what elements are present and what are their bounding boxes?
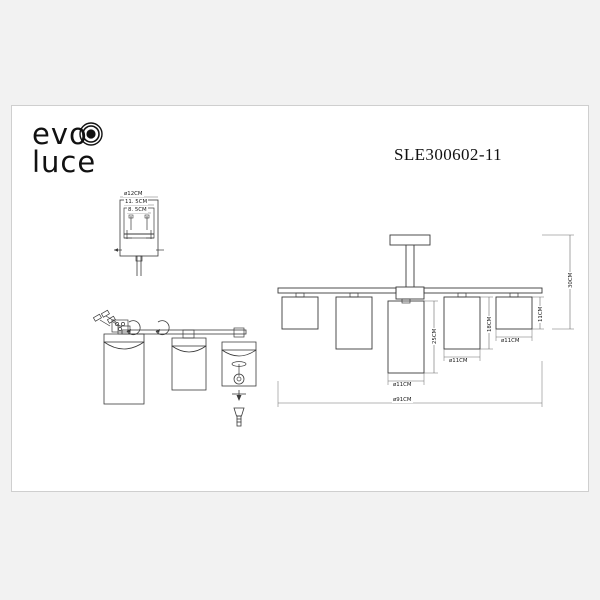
spec-sheet: evo luce SLE300602-11 (11, 105, 589, 492)
canopy-diameter-label: ø12CM (123, 191, 144, 197)
overall-width-label: ø91CM (392, 397, 413, 403)
canopy-middle-label: 11. 5CM (124, 199, 149, 205)
brand-logo-line1: evo (32, 117, 88, 151)
center-shade-height-label: 25CM (432, 327, 438, 345)
outer-shade-height-label: 11CM (538, 305, 544, 323)
canopy-inner-label: 8. 5CM (127, 207, 148, 213)
front-elevation: 25CM ø11CM 18CM ø11CM 11CM ø11CM 30CM ø9… (270, 231, 580, 421)
center-shade-diameter-label: ø11CM (392, 382, 413, 388)
mid-shade-height-label: 18CM (487, 315, 493, 333)
mid-shade-diameter-label: ø11CM (448, 358, 469, 364)
overall-height-label: 30CM (568, 271, 574, 289)
outer-shade-diameter-label: ø11CM (500, 338, 521, 344)
ceiling-canopy-detail: ø12CM 11. 5CM 8. 5CM (108, 186, 178, 276)
brand-logo-line2: luce (32, 145, 97, 179)
assembly-steps (82, 306, 282, 436)
product-code: SLE300602-11 (394, 145, 503, 164)
target-circle-icon (79, 122, 103, 146)
brand-logo: evo luce (32, 120, 142, 182)
